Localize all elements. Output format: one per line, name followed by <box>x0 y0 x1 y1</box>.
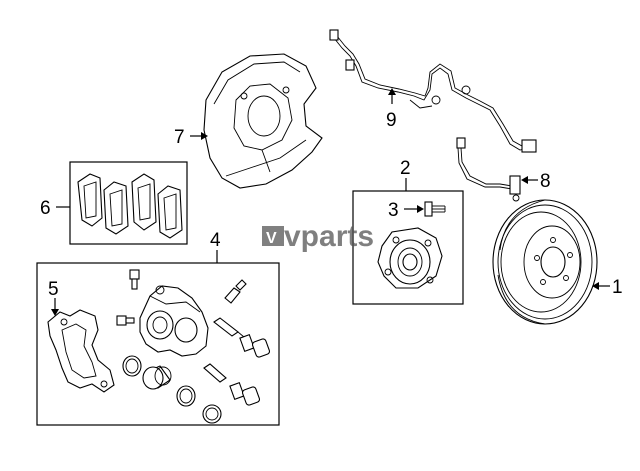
piston-seal-upper[interactable] <box>122 355 142 377</box>
callout-4: 4 <box>210 230 221 251</box>
rotor[interactable] <box>492 199 598 325</box>
brake-pad-3[interactable] <box>131 173 157 231</box>
callout-2: 2 <box>400 158 411 179</box>
caliper-bolt-lower[interactable] <box>116 315 135 326</box>
caliper-bolt-upper[interactable] <box>129 269 140 290</box>
watermark-mark: V <box>266 230 277 247</box>
callout-1: 1 <box>612 277 623 298</box>
piston[interactable] <box>142 365 172 390</box>
guide-pin-lower[interactable] <box>203 363 227 383</box>
callout-3: 3 <box>388 200 399 221</box>
bleeder-screw[interactable] <box>224 279 247 304</box>
brake-pad-1[interactable] <box>77 173 103 227</box>
piston-seal-middle[interactable] <box>176 385 196 407</box>
brake-pad-2[interactable] <box>103 181 129 235</box>
brake-hose[interactable] <box>456 137 521 202</box>
abs-wire-harness[interactable] <box>329 29 537 153</box>
callout-6: 6 <box>40 198 51 219</box>
callout-8: 8 <box>540 171 551 192</box>
hub-bolt[interactable] <box>424 201 446 217</box>
callout-5: 5 <box>48 279 59 300</box>
callout-7: 7 <box>174 127 185 148</box>
dust-shield[interactable] <box>203 53 323 189</box>
pin-boot-upper[interactable] <box>239 334 271 358</box>
caliper-box <box>36 262 280 426</box>
callout-9: 9 <box>386 110 397 131</box>
piston-seal-lower[interactable] <box>202 404 222 424</box>
hub-bearing[interactable] <box>377 227 443 289</box>
pin-boot-lower[interactable] <box>229 382 261 406</box>
caliper-bracket[interactable] <box>47 309 115 393</box>
caliper-body[interactable] <box>139 285 209 357</box>
vparts-watermark: V vparts <box>262 220 374 253</box>
hub-box <box>352 190 464 305</box>
watermark-text: vparts <box>284 220 374 253</box>
brake-pad-4[interactable] <box>157 185 183 239</box>
pads-box <box>69 161 188 245</box>
guide-pin-upper[interactable] <box>213 317 245 338</box>
